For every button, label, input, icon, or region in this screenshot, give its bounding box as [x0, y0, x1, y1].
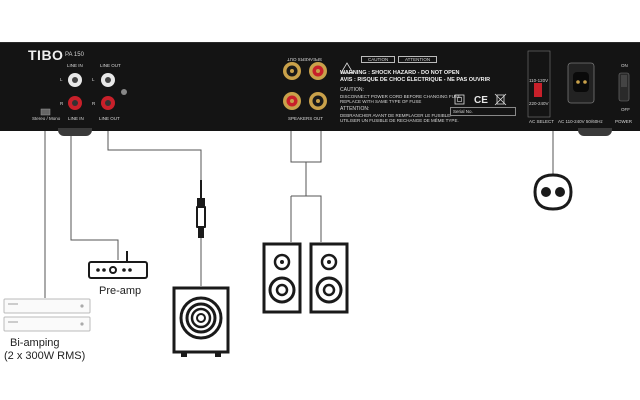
power-label: POWER — [615, 119, 633, 124]
amplifier-rear-panel: TIBO PA 150 LINE IN LINE OUT L R L R LIN… — [0, 42, 640, 131]
stereo-mono-switch[interactable] — [40, 108, 51, 116]
attention-heading: ATTENTION: — [340, 106, 370, 112]
serial-number-label: Serial No. — [450, 107, 516, 116]
stereo-mono-label: Stereo / Mono — [32, 116, 61, 121]
biamping-label-1: Bi-amping — [10, 337, 60, 349]
line-in-bottom-label: LINE IN — [68, 116, 84, 121]
foot-left — [58, 128, 92, 136]
caution-heading: CAUTION: — [340, 87, 364, 93]
speaker-cable-3 — [291, 195, 322, 242]
double-insulation-icon — [454, 94, 465, 105]
weee-bin-icon — [494, 93, 507, 106]
voltage-220-label: 220-240V — [529, 101, 549, 106]
caution-box: CAUTION — [361, 56, 396, 63]
speaker-terminal-left-black[interactable] — [283, 62, 301, 80]
voltage-110-label: 110-120V — [529, 78, 549, 83]
attention-text-1: DEBRANCHER AVANT DE REMPLACER LE FUSIBLE… — [340, 113, 452, 118]
attention-text-2: UTILISER UN FUSIBLE DE RECHANGE DE MÊME … — [340, 118, 459, 123]
speaker-icon-right — [309, 242, 349, 314]
amplifier-icon — [3, 298, 91, 332]
line-in-r-jack[interactable] — [68, 96, 82, 110]
speaker-terminal-right-black[interactable] — [309, 62, 327, 80]
model-label: PA 150 — [65, 52, 84, 58]
preamp-icon — [88, 251, 148, 279]
rca-plug-icon — [196, 180, 206, 238]
power-off-label: OFF — [621, 107, 630, 112]
voltage-selector-frame — [527, 50, 551, 118]
ac-select-label: AC SELECT — [529, 119, 555, 124]
attention-box: ATTENTION — [398, 56, 438, 63]
ground-screw — [121, 89, 127, 95]
speakers-out-bottom-label: SPEAKERS OUT — [288, 116, 324, 121]
warning-line-1: WARNING : SHOCK HAZARD - DO NOT OPEN — [340, 70, 460, 76]
line-out-l-jack[interactable] — [101, 73, 115, 87]
sub-cable-a — [107, 118, 202, 180]
warning-line-2: AVIS : RISQUE DE CHOC ÉLECTRIQUE - NE PA… — [340, 77, 491, 83]
biamping-label-2: (2 x 300W RMS) — [4, 350, 86, 362]
preamp-cable — [70, 118, 119, 260]
caution-text-2: REPLACE WITH SAME TYPE OF FUSE — [340, 99, 422, 104]
speaker-terminal-left-red[interactable] — [283, 92, 301, 110]
power-plug-icon — [533, 173, 573, 211]
line-out-top-label: LINE OUT — [100, 63, 121, 68]
power-on-label: ON — [621, 63, 628, 68]
shock-warning-icon — [340, 62, 354, 74]
preamp-label: Pre-amp — [99, 285, 142, 297]
subwoofer-icon — [172, 286, 230, 357]
line-out-r-jack[interactable] — [101, 96, 115, 110]
brand-logo: TIBO — [28, 47, 64, 63]
foot-right — [578, 128, 612, 136]
channel-l-label-out: L — [92, 77, 95, 82]
ce-mark: CE — [474, 95, 488, 106]
line-out-bottom-label: LINE OUT — [99, 116, 120, 121]
voltage-selector-switch[interactable] — [534, 83, 542, 97]
line-in-l-jack[interactable] — [68, 73, 82, 87]
channel-r-label: R — [60, 101, 64, 106]
channel-l-label: L — [60, 77, 63, 82]
caution-text-1: DISCONNECT POWER CORD BEFORE CHANGING FU… — [340, 94, 463, 99]
speaker-terminal-right-red[interactable] — [309, 92, 327, 110]
ac-rating-label: AC 110-240V 50/60Hz — [558, 119, 603, 124]
line-in-top-label: LINE IN — [67, 63, 83, 68]
speaker-icon-left — [262, 242, 302, 314]
channel-r-label-out: R — [92, 101, 96, 106]
